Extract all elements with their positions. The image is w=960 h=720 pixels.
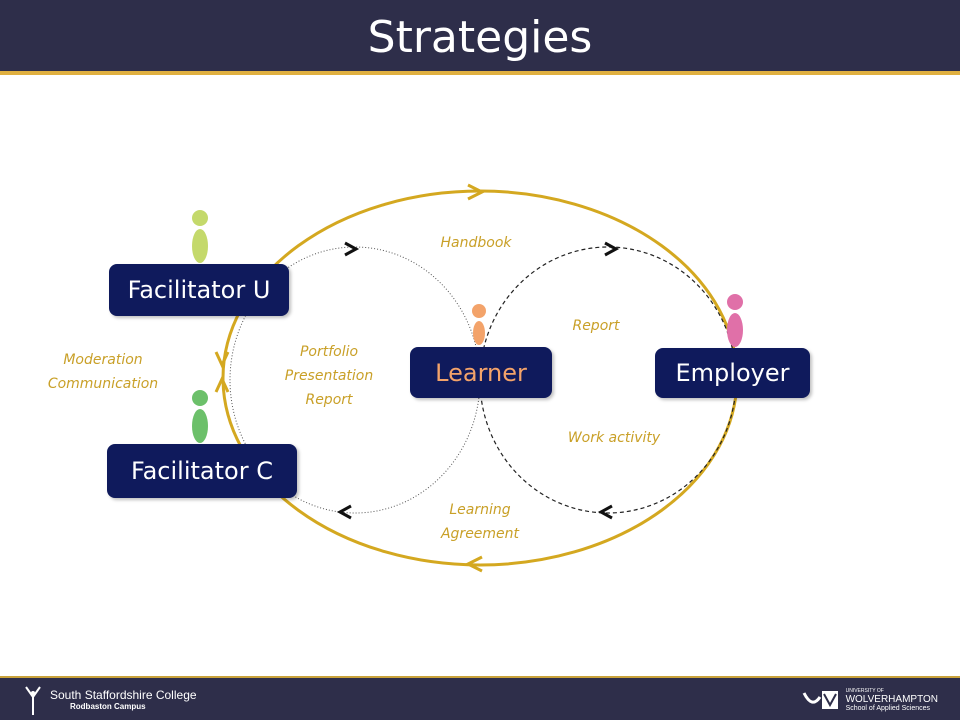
label-communication: Communication xyxy=(47,376,159,392)
facilitator-u-box: Facilitator U xyxy=(109,264,289,316)
label-learning: Learning xyxy=(449,502,511,518)
person-facilitator-c-icon xyxy=(192,390,208,443)
college-name: South Staffordshire College xyxy=(50,688,197,702)
label-presentation: Presentation xyxy=(284,368,374,384)
left-arrow-bottom xyxy=(336,504,352,520)
university-of: UNIVERSITY OF xyxy=(845,687,884,694)
person-employer-icon xyxy=(727,294,743,347)
title-bar: Strategies xyxy=(0,0,960,75)
arrow-down-left xyxy=(214,351,230,369)
person-learner-icon xyxy=(472,304,486,345)
arrow-up-left xyxy=(214,375,230,393)
outer-arrow-top xyxy=(467,183,486,201)
college-logo: South Staffordshire College Rodbaston Ca… xyxy=(22,684,197,716)
outer-arrow-bottom xyxy=(464,555,483,573)
college-emblem-icon xyxy=(25,686,41,715)
label-moderation: Moderation xyxy=(63,352,143,368)
university-logo: UNIVERSITY OF WOLVERHAMPTON School of Ap… xyxy=(802,683,938,717)
label-agreement: Agreement xyxy=(440,526,520,542)
right-arrow-bottom xyxy=(597,504,613,520)
right-arrow-top xyxy=(604,241,620,257)
university-emblem-icon xyxy=(802,691,838,709)
footer-bar: South Staffordshire College Rodbaston Ca… xyxy=(0,676,960,720)
label-handbook: Handbook xyxy=(440,235,512,251)
label-portfolio: Portfolio xyxy=(299,344,359,360)
left-arrow-top xyxy=(344,241,360,257)
learner-box: Learner xyxy=(410,347,552,398)
person-facilitator-u-icon xyxy=(192,210,208,263)
facilitator-c-box: Facilitator C xyxy=(107,444,297,498)
label-work-activity: Work activity xyxy=(567,430,661,446)
label-learning-agreement-group: Learning Agreement xyxy=(420,498,540,546)
label-moderation-group: Moderation Communication xyxy=(30,348,176,396)
label-portfolio-group: Portfolio Presentation Report xyxy=(270,340,388,412)
employer-box: Employer xyxy=(655,348,810,398)
university-name: WOLVERHAMPTON xyxy=(845,693,938,705)
label-portfolio-report: Report xyxy=(305,392,353,408)
label-report: Report xyxy=(572,318,620,334)
school-name: School of Applied Sciences xyxy=(845,704,931,712)
campus-name: Rodbaston Campus xyxy=(70,702,146,711)
slide-title: Strategies xyxy=(367,12,593,63)
